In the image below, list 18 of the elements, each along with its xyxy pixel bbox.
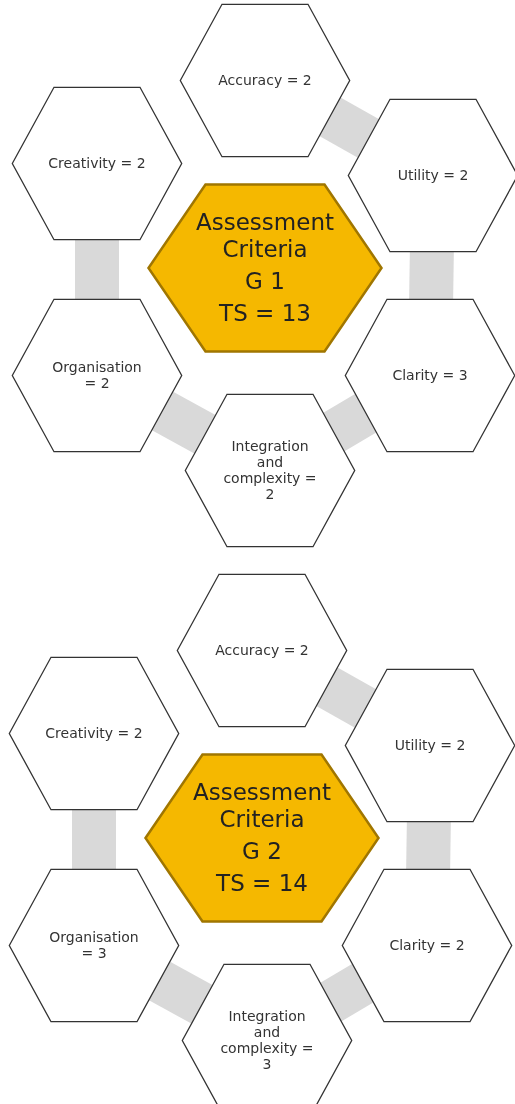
criterion-label: Creativity = 2 <box>45 724 143 742</box>
hexagon-title: TS = 13 <box>219 299 311 328</box>
hexagon-title: Assessment Criteria <box>192 778 332 834</box>
criterion-label: Clarity = 2 <box>389 936 465 954</box>
hexagon-title: G 2 <box>242 838 282 866</box>
criterion-label: Integration and complexity = 2 <box>222 437 318 503</box>
hexagon-title: Assessment Criteria <box>195 208 335 264</box>
criterion-label: Clarity = 3 <box>392 366 468 384</box>
criterion-label: Accuracy = 2 <box>215 641 309 659</box>
hexagon-title: G 1 <box>245 268 285 296</box>
hexagon-title: TS = 14 <box>216 869 308 898</box>
criterion-label: Utility = 2 <box>394 736 466 754</box>
criterion-label: Creativity = 2 <box>48 154 146 172</box>
criterion-label: Integration and complexity = 3 <box>219 1007 315 1073</box>
criterion-label: Organisation = 2 <box>51 358 143 392</box>
criterion-label: Utility = 2 <box>397 166 469 184</box>
criterion-label: Accuracy = 2 <box>218 71 312 89</box>
criterion-label: Organisation = 3 <box>48 928 140 962</box>
